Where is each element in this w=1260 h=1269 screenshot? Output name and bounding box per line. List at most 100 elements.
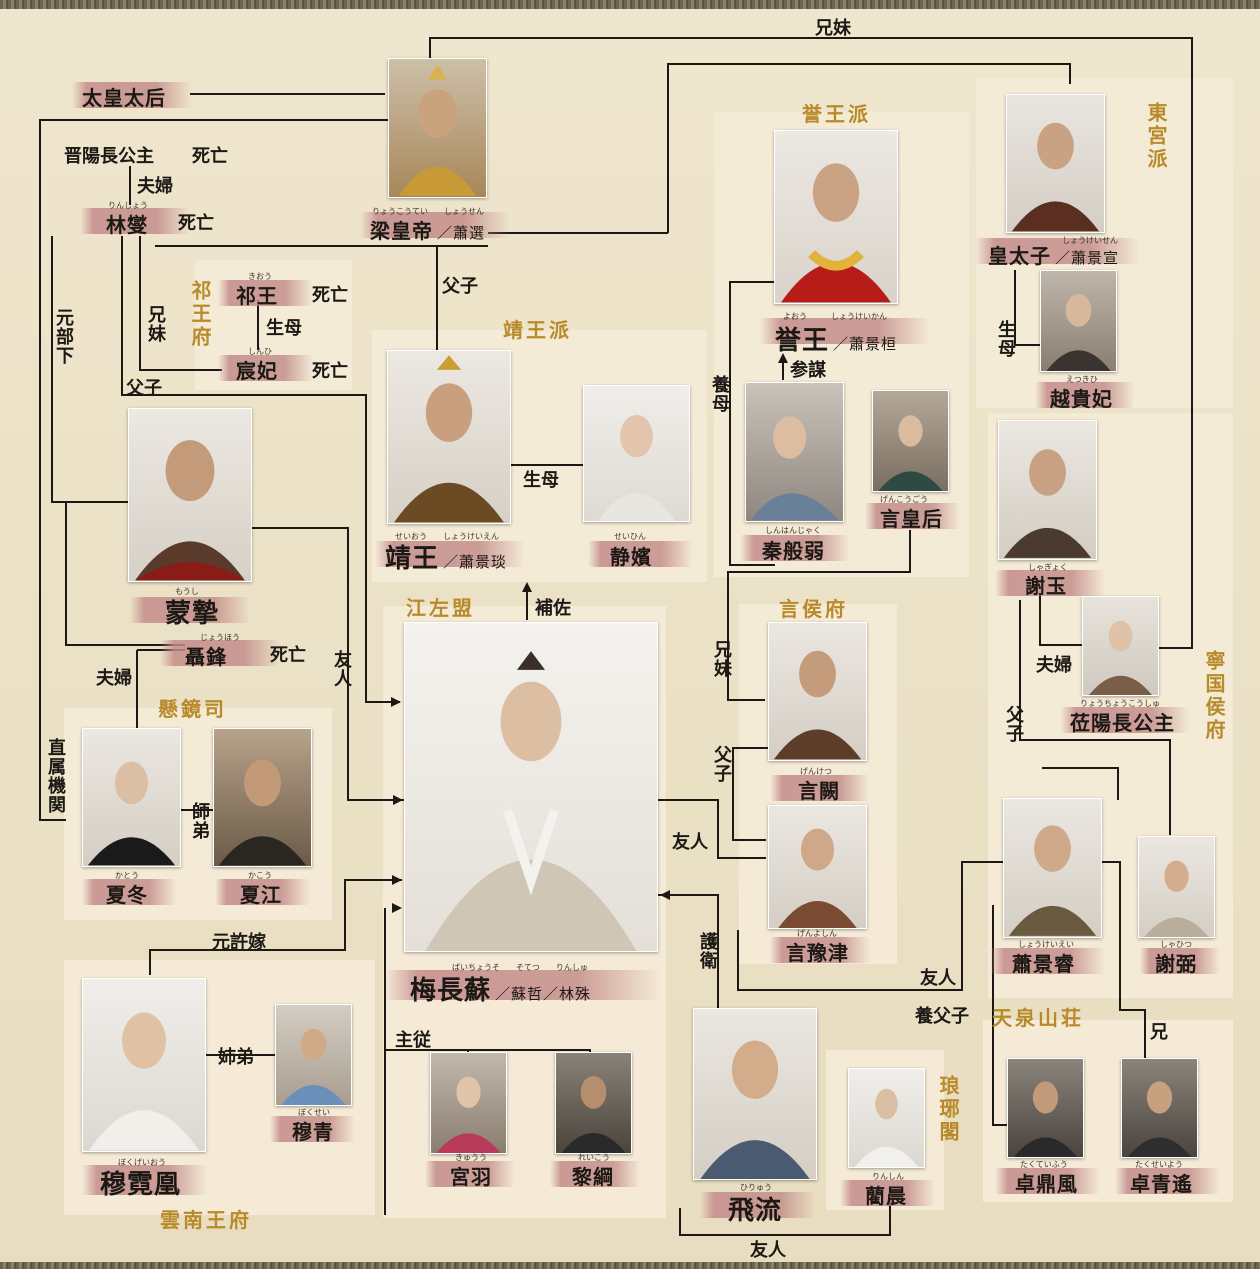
ruby-xiebi: しゃひつ bbox=[1160, 940, 1192, 949]
ruby-qiwang: きおう bbox=[248, 272, 272, 281]
brush bbox=[865, 503, 960, 529]
name-text: 梅長蘇 bbox=[410, 976, 492, 1006]
name-zhuodingfeng: 卓鼎風 bbox=[1015, 1172, 1078, 1196]
photo-jingpin bbox=[583, 385, 690, 522]
brush bbox=[375, 541, 525, 567]
faction-jingwang: 靖王派 bbox=[503, 318, 572, 342]
name-text: 梁皇帝 bbox=[370, 219, 433, 243]
label-xiongmei-top: 兄妹 bbox=[815, 18, 851, 39]
faction-xuanjing: 懸鏡司 bbox=[158, 697, 227, 721]
ruby-xiajiang: かこう bbox=[248, 871, 272, 880]
ruby-zhuoqingyao: たくせいよう bbox=[1135, 1160, 1183, 1169]
faction-ningguo: 寧国侯府 bbox=[1202, 650, 1226, 742]
line-xiongmei-qiwang bbox=[139, 236, 222, 371]
ruby-prince: しょうけいせん bbox=[1062, 236, 1118, 245]
brush bbox=[990, 948, 1105, 974]
line-xiong bbox=[1100, 861, 1146, 1060]
label-zidi: 姉弟 bbox=[218, 1047, 254, 1068]
label-canmou: 参謀 bbox=[790, 360, 826, 381]
ruby-zhuodingfeng: たくていふう bbox=[1020, 1160, 1068, 1169]
brush bbox=[72, 82, 192, 108]
label-huwei: 護衛 bbox=[697, 932, 718, 970]
line-yuanbuxia bbox=[65, 502, 185, 646]
label-fuzi-linxie: 父子 bbox=[126, 378, 162, 399]
label-fuufu-liyang: 夫婦 bbox=[1036, 655, 1072, 676]
ruby-xiadong: かとう bbox=[115, 871, 139, 880]
name-text: 誉王 bbox=[775, 326, 830, 356]
photo-muqing bbox=[275, 1004, 352, 1106]
photo-emperor bbox=[388, 58, 487, 198]
faction-langya: 琅琊閣 bbox=[936, 1075, 960, 1144]
photo-nihuang bbox=[82, 978, 206, 1152]
photo-yanque bbox=[768, 622, 867, 761]
faction-yunnan: 雲南王府 bbox=[160, 1208, 252, 1232]
name-prince: 皇太子／蕭景宣 bbox=[988, 240, 1119, 269]
name-nihuang: 穆霓凰 bbox=[100, 1170, 182, 1200]
name-linchen: 藺晨 bbox=[865, 1184, 907, 1208]
label-xiongmei-yanque: 兄妹 bbox=[711, 640, 732, 678]
photo-zhuodingfeng bbox=[1007, 1058, 1084, 1158]
name-gongyu: 宮羽 bbox=[450, 1165, 492, 1189]
brush bbox=[80, 208, 190, 234]
photo-meichangsu bbox=[404, 622, 658, 952]
name-text: 靖王 bbox=[385, 544, 440, 574]
brush bbox=[975, 238, 1140, 264]
faction-jiangzuo: 江左盟 bbox=[406, 596, 475, 620]
brush bbox=[995, 570, 1105, 596]
label-jinyang: 晋陽長公主 bbox=[64, 146, 154, 167]
brush bbox=[1035, 382, 1135, 408]
photo-xiajiang bbox=[213, 728, 312, 867]
ruby-feiliu: ひりゅう bbox=[740, 1183, 772, 1192]
name-sub: ／蕭景宣 bbox=[1055, 249, 1120, 267]
label-fuufu-niefeng: 夫婦 bbox=[96, 668, 132, 689]
ruby-emperor: りょうこうてい しょうせん bbox=[372, 207, 484, 216]
photo-linchen bbox=[848, 1068, 925, 1168]
ruby-ligang: れいこう bbox=[578, 1153, 610, 1162]
label-fuzi-yanque: 父子 bbox=[711, 745, 732, 783]
label-fuzi-emperor: 父子 bbox=[442, 276, 478, 297]
photo-jingwang bbox=[387, 350, 511, 524]
brush bbox=[760, 318, 930, 344]
line-youren-yanyujin bbox=[656, 799, 766, 859]
brush bbox=[1140, 948, 1220, 974]
label-chenfei-dead: 死亡 bbox=[312, 361, 348, 382]
line-yangmu bbox=[729, 281, 775, 566]
label-yangfuzi: 養父子 bbox=[915, 1006, 969, 1027]
photo-xiadong bbox=[82, 728, 181, 867]
faction-qiwang: 祁王府 bbox=[188, 280, 212, 349]
name-yanhuanghou: 言皇后 bbox=[880, 507, 943, 531]
ruby-yuefei: えつきひ bbox=[1066, 375, 1098, 384]
brush bbox=[270, 1116, 355, 1142]
name-chenfei: 宸妃 bbox=[236, 359, 278, 383]
line-emperor-prince bbox=[667, 63, 1071, 233]
faction-yanhou: 言侯府 bbox=[779, 597, 848, 621]
line-xie-sons bbox=[1019, 600, 1171, 835]
label-yuanbuxia: 元部下 bbox=[53, 308, 74, 365]
photo-feiliu bbox=[693, 1008, 817, 1180]
name-qin: 秦般弱 bbox=[762, 539, 825, 563]
name-yuefei: 越貴妃 bbox=[1050, 387, 1113, 411]
photo-xiebi bbox=[1138, 836, 1215, 938]
ruby-linchen: りんしん bbox=[872, 1172, 904, 1181]
brush bbox=[995, 1168, 1100, 1194]
name-yanyujin: 言豫津 bbox=[786, 941, 849, 965]
brush bbox=[588, 541, 693, 567]
photo-ligang bbox=[555, 1052, 632, 1154]
ruby-niefeng: じょうほう bbox=[200, 633, 240, 642]
name-ligang: 黎綱 bbox=[572, 1165, 614, 1189]
line-zhishu bbox=[39, 119, 388, 821]
label-youren-jingrui: 友人 bbox=[920, 968, 956, 989]
name-sub: ／蕭景桓 bbox=[833, 335, 898, 353]
brush bbox=[82, 1165, 207, 1195]
line-yangfuzi bbox=[992, 905, 1007, 1126]
brush bbox=[770, 775, 870, 801]
ruby-mengzhi: もうし bbox=[175, 587, 199, 596]
label-shengmu-jingwang: 生母 bbox=[523, 470, 559, 491]
photo-prince bbox=[1006, 94, 1105, 233]
ruby-chenfei: しんひ bbox=[248, 347, 272, 356]
line-huwei bbox=[657, 894, 719, 1010]
brush bbox=[82, 879, 177, 905]
name-mengzhi: 蒙摯 bbox=[165, 599, 220, 629]
photo-liyang bbox=[1082, 596, 1159, 696]
